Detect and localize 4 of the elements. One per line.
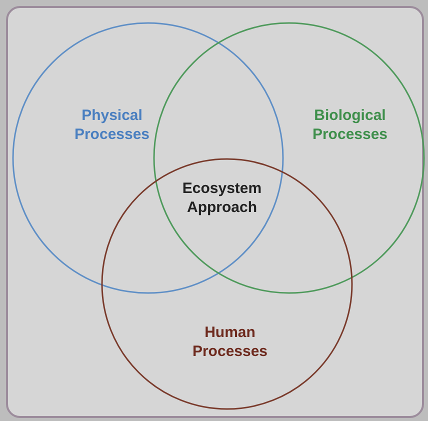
circle-label: Human Processes xyxy=(191,323,269,361)
circle-label: Biological Processes xyxy=(311,106,389,144)
circle-label: Physical Processes xyxy=(73,106,151,144)
overlap-label: Ecosystem Approach xyxy=(181,179,263,217)
